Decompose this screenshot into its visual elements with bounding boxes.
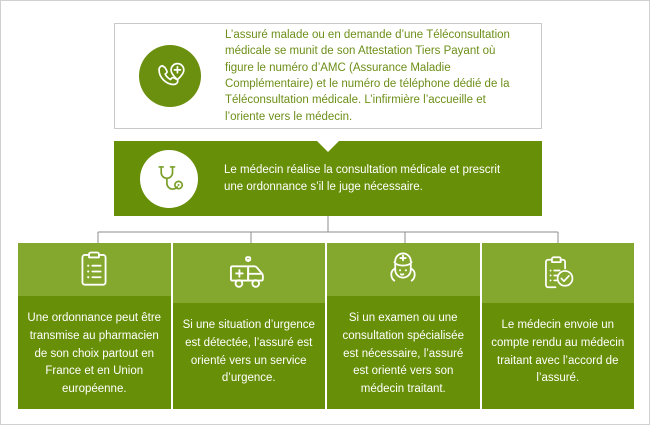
outcome-3-icon-container <box>327 243 480 296</box>
step-1-text: L’assuré malade ou en demande d’une Télé… <box>225 29 510 123</box>
outcome-column-3: Si un examen ou une consultation spécial… <box>325 243 480 409</box>
outcome-1-icon-container <box>18 243 171 296</box>
outcome-2-icon-container <box>172 243 325 303</box>
step-2-icon-circle <box>140 149 198 208</box>
outcome-column-1: Une ordonnance peut être transmise au ph… <box>18 243 171 409</box>
outcome-column-2: Si une situation d’urgence est détectée,… <box>170 243 325 409</box>
nurse-icon <box>384 250 422 288</box>
outcome-3-text: Si un examen ou une consultation spécial… <box>327 295 480 409</box>
outcome-4-text: Le médecin envoie un compte rendu au méd… <box>481 303 634 409</box>
outcome-4-icon-container <box>481 243 634 303</box>
connector-lines <box>1 214 649 246</box>
step-2-card: Le médecin réalise la consultation médic… <box>114 141 542 216</box>
step-1-icon-container <box>115 45 225 107</box>
outcome-column-4: Le médecin envoie un compte rendu au méd… <box>479 243 634 409</box>
step-2-notch <box>317 141 339 152</box>
outcomes-row: Une ordonnance peut être transmise au ph… <box>18 243 634 409</box>
step-2-icon-container <box>114 149 224 208</box>
stethoscope-icon <box>152 162 186 196</box>
step-1-icon-circle <box>139 45 201 107</box>
step-1-card: L’assuré malade ou en demande d’une Télé… <box>114 23 542 129</box>
ambulance-icon <box>228 255 270 291</box>
outcome-2-text: Si une situation d’urgence est détectée,… <box>172 303 325 409</box>
step-2-text: Le médecin réalise la consultation médic… <box>224 163 501 193</box>
outcome-1-text: Une ordonnance peut être transmise au ph… <box>18 295 171 409</box>
phone-plus-icon <box>153 59 187 93</box>
clipboard-check-icon <box>539 254 577 292</box>
clipboard-list-icon <box>77 250 111 288</box>
